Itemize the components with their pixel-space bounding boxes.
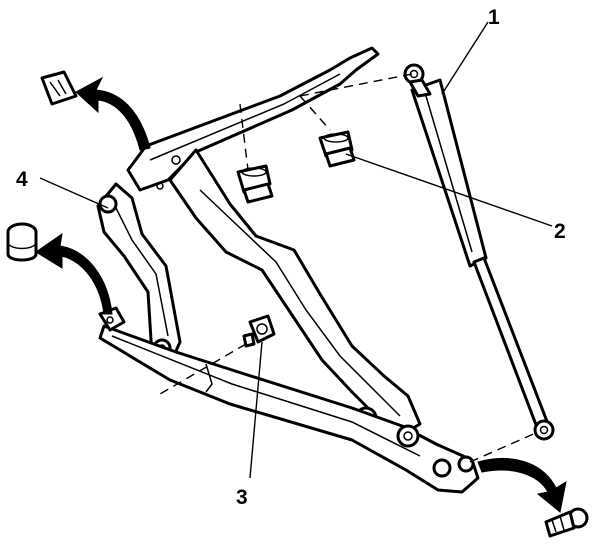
leader-1 — [441, 21, 489, 95]
upper-hinge-arm — [126, 46, 413, 192]
callout-3: 3 — [236, 486, 248, 509]
leader-2 — [345, 153, 553, 227]
callout-2: 2 — [554, 220, 566, 243]
callout-1: 1 — [488, 6, 500, 29]
callout-4: 4 — [16, 168, 28, 191]
bolt — [159, 314, 276, 395]
removal-arrow-left — [35, 232, 113, 315]
pin-bottom-right — [544, 507, 589, 538]
plug-left — [6, 222, 38, 262]
clip-top-left — [40, 70, 78, 106]
grommet-right — [318, 130, 356, 168]
removal-arrow-top-left — [75, 76, 151, 151]
base-bracket — [98, 306, 539, 494]
leader-3 — [249, 341, 263, 479]
gas-strut — [403, 63, 555, 441]
leader-4 — [39, 177, 109, 209]
removal-arrow-bottom-right — [477, 458, 567, 513]
grommet-left — [236, 164, 274, 204]
